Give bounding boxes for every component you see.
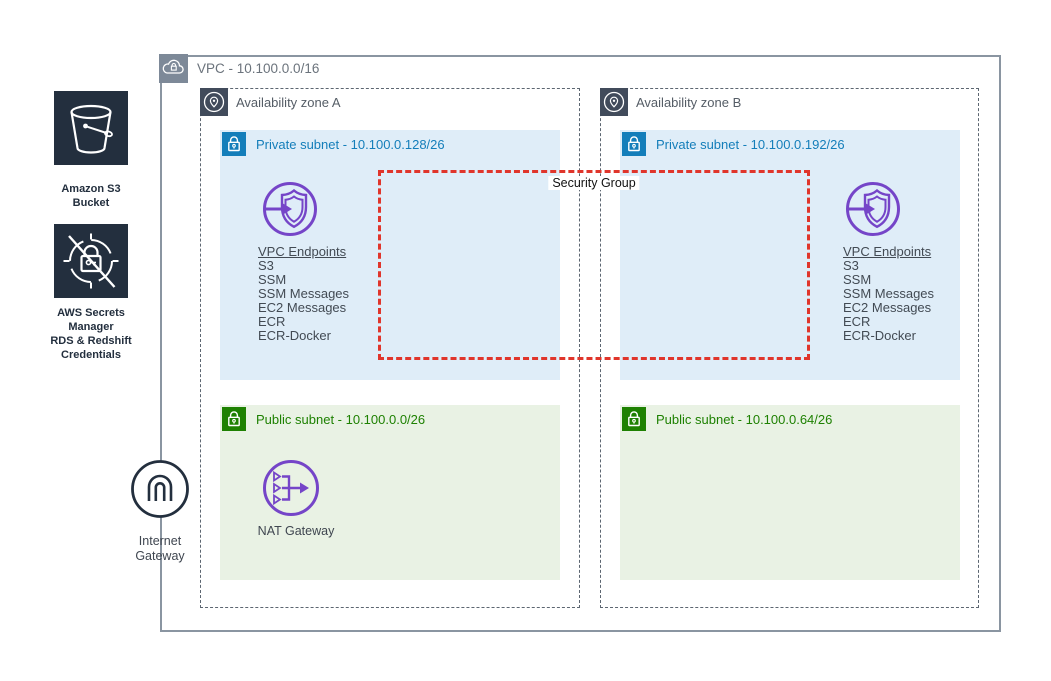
location-pin-icon <box>600 88 628 116</box>
caption-line: AWS Secrets <box>57 307 125 319</box>
availability-zone-a-box <box>200 88 580 608</box>
secrets-manager-icon <box>54 224 128 298</box>
lock-icon <box>222 407 246 431</box>
public-subnet-b-label: Public subnet - 10.100.0.64/26 <box>656 412 833 427</box>
s3-bucket-caption: Amazon S3 Bucket <box>31 182 151 210</box>
endpoint-item: ECR-Docker <box>258 328 331 343</box>
availability-zone-b-label: Availability zone B <box>636 95 742 110</box>
lock-icon <box>622 132 646 156</box>
public-subnet-b-box <box>620 405 960 580</box>
endpoint-item: ECR <box>843 314 871 329</box>
cloud-lock-icon <box>159 54 188 83</box>
private-subnet-b-label: Private subnet - 10.100.0.192/26 <box>656 137 845 152</box>
vpc-endpoints-list: VPC Endpoints S3 SSM SSM Messages EC2 Me… <box>258 245 349 343</box>
endpoint-item: S3 <box>843 258 859 273</box>
caption-line: Bucket <box>72 197 110 209</box>
public-subnet-a-label: Public subnet - 10.100.0.0/26 <box>256 412 426 427</box>
nat-gateway-icon <box>261 458 321 523</box>
security-group-label: Security Group <box>548 176 640 190</box>
caption-line: Manager <box>68 321 114 333</box>
endpoint-item: SSM <box>258 272 287 287</box>
vpc-endpoints-list: VPC Endpoints S3 SSM SSM Messages EC2 Me… <box>843 245 934 343</box>
caption-line: RDS & Redshift <box>50 335 132 347</box>
availability-zone-b-box <box>600 88 979 608</box>
endpoint-item: ECR-Docker <box>843 328 916 343</box>
caption-line: Credentials <box>61 349 121 361</box>
endpoint-item: ECR <box>258 314 286 329</box>
caption-line: Internet <box>138 534 182 548</box>
nat-gateway-label: NAT Gateway <box>257 524 335 538</box>
internet-gateway-icon <box>129 458 191 525</box>
lock-icon <box>622 407 646 431</box>
vpc-box <box>160 55 1001 632</box>
caption-line: Gateway <box>135 549 185 563</box>
public-subnet-a-box <box>220 405 560 580</box>
vpc-endpoints-icon <box>261 180 319 243</box>
vpc-endpoints-icon <box>844 180 902 243</box>
endpoint-item: S3 <box>258 258 274 273</box>
lock-icon <box>222 132 246 156</box>
endpoint-item: SSM <box>843 272 872 287</box>
endpoint-item: EC2 Messages <box>258 300 347 315</box>
private-subnet-a-label: Private subnet - 10.100.0.128/26 <box>256 137 445 152</box>
internet-gateway-caption: Internet Gateway <box>115 534 205 564</box>
s3-bucket-icon <box>54 91 128 165</box>
availability-zone-a-label: Availability zone A <box>236 95 341 110</box>
endpoint-item: EC2 Messages <box>843 300 932 315</box>
secrets-manager-caption: AWS Secrets Manager RDS & Redshift Crede… <box>21 306 161 362</box>
location-pin-icon <box>200 88 228 116</box>
security-group-box: Security Group <box>378 170 810 360</box>
vpc-endpoints-title: VPC Endpoints <box>258 244 347 259</box>
vpc-endpoints-title: VPC Endpoints <box>843 244 932 259</box>
endpoint-item: SSM Messages <box>258 286 350 301</box>
vpc-label: VPC - 10.100.0.0/16 <box>197 61 320 76</box>
endpoint-item: SSM Messages <box>843 286 935 301</box>
caption-line: Amazon S3 <box>61 183 121 195</box>
